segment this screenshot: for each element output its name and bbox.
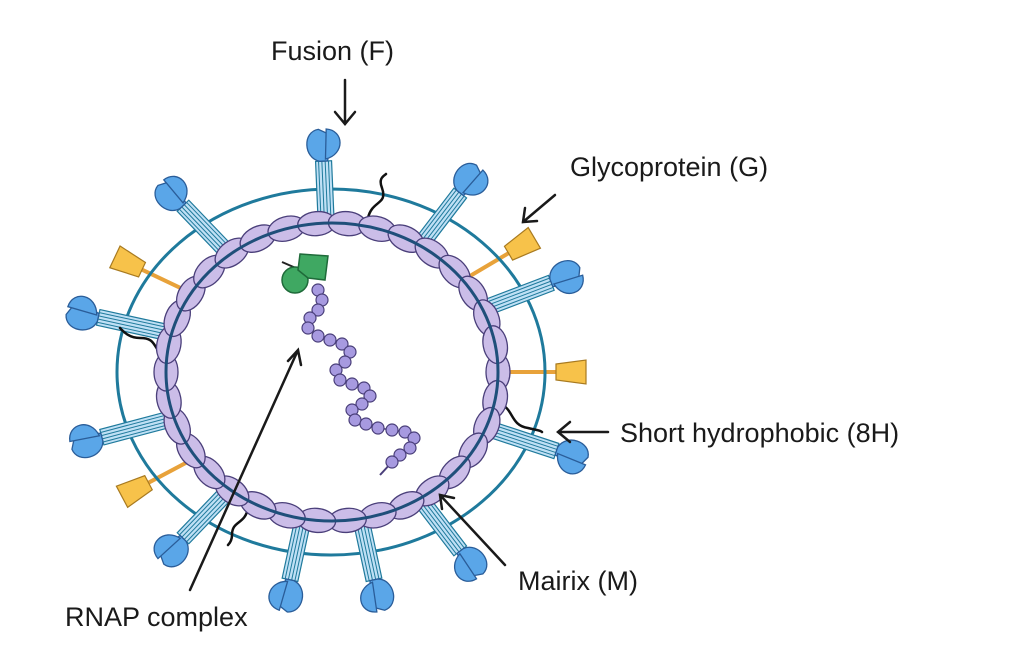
rna-bead bbox=[363, 389, 377, 403]
label-glycoprotein: Glycoprotein (G) bbox=[570, 152, 769, 182]
glycoprotein bbox=[108, 245, 193, 295]
glycoprotein bbox=[498, 359, 587, 385]
rnap-complex bbox=[281, 253, 329, 294]
short-hydrophobic-protein bbox=[226, 506, 250, 547]
rna-bead bbox=[359, 417, 373, 431]
arrow-rnap bbox=[188, 347, 303, 592]
rna-bead bbox=[348, 413, 362, 427]
short-hydrophobic-protein bbox=[493, 401, 544, 434]
rna-bead bbox=[355, 397, 369, 411]
rna-bead bbox=[311, 329, 325, 343]
arrows bbox=[188, 78, 610, 592]
rna-bead bbox=[385, 455, 399, 469]
fusion-spike bbox=[65, 295, 175, 342]
rna-bead bbox=[323, 333, 337, 347]
rna-bead bbox=[311, 303, 325, 317]
inner-membrane bbox=[164, 221, 500, 523]
rna-bead bbox=[338, 355, 352, 369]
label-matrix: Mairix (M) bbox=[518, 566, 638, 596]
fusion-spike bbox=[412, 492, 488, 582]
fusion-spike bbox=[412, 162, 489, 252]
fusion-spike-layer bbox=[65, 128, 589, 613]
fusion-spike bbox=[153, 483, 237, 568]
arrow-glycoprotein bbox=[521, 193, 557, 224]
glycoprotein-layer bbox=[108, 226, 587, 509]
rna-bead bbox=[403, 441, 417, 455]
rna-bead bbox=[385, 423, 399, 437]
rna-bead bbox=[335, 337, 349, 351]
arrow-fusion bbox=[333, 78, 357, 126]
label-short-hydrophobic: Short hydrophobic (8H) bbox=[620, 418, 900, 448]
rna-nucleocapsid bbox=[301, 283, 421, 476]
rna-bead bbox=[345, 377, 359, 391]
short-hydrophobic-protein bbox=[366, 172, 388, 220]
rna-bead bbox=[398, 425, 412, 439]
fusion-spike bbox=[482, 419, 589, 475]
fusion-spike bbox=[306, 128, 341, 225]
matrix-layer bbox=[153, 210, 511, 534]
rna-bead bbox=[301, 321, 315, 335]
glycoprotein bbox=[115, 455, 197, 509]
label-rnap-complex: RNAP complex bbox=[65, 602, 248, 632]
fusion-spike bbox=[69, 409, 177, 459]
arrow-short-hydrophobic bbox=[556, 420, 610, 444]
label-fusion: Fusion (F) bbox=[271, 36, 395, 66]
arrow-matrix bbox=[438, 493, 507, 567]
rna-bead bbox=[371, 421, 385, 435]
rna-bead bbox=[333, 373, 347, 387]
